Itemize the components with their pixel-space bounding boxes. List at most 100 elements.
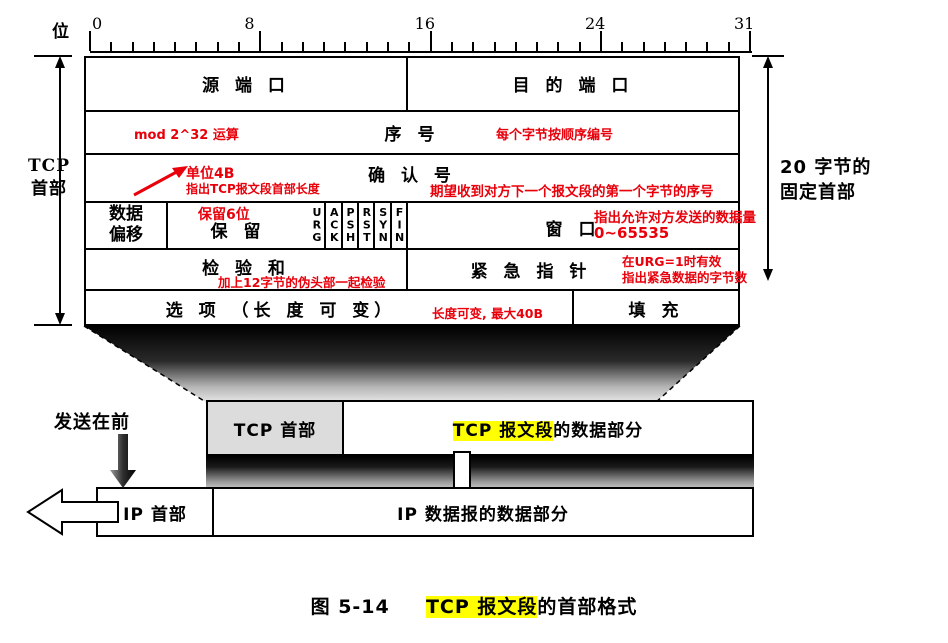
bit-ruler-label: 位	[52, 22, 69, 42]
ruler-tick-11	[323, 42, 326, 51]
flag-syn: SYN	[373, 202, 390, 248]
offset-reserved-divider	[166, 201, 168, 248]
encapsulation-gradient-band	[206, 456, 754, 492]
flags-block: URG ACK PSH RST SYN FIN	[308, 202, 406, 248]
ruler-tick-25	[621, 42, 624, 51]
send-first-down-arrow	[110, 434, 140, 490]
ruler-tick-22	[557, 42, 560, 51]
tcp-segment-header-label: TCP 首部	[233, 420, 317, 441]
ruler-baseline	[90, 51, 752, 53]
expansion-funnel	[83, 325, 741, 406]
ruler-tick-6	[216, 42, 219, 51]
annotation-window-range: 0~65535	[594, 224, 670, 242]
field-destination-port: 目 的 端 口	[408, 56, 738, 110]
figure-caption-title-rest: 的首部格式	[537, 596, 638, 618]
field-source-port-label: 源 端 口	[202, 75, 290, 96]
flag-psh: PSH	[340, 202, 358, 248]
tcp-header-table	[84, 56, 740, 326]
ruler-tick-7	[238, 42, 241, 51]
tcp-segment-data-label: TCP 报文段的数据部分	[452, 416, 644, 441]
tcp-header-bracket	[34, 55, 80, 327]
field-source-port: 源 端 口	[86, 56, 406, 110]
data-offset-pointer-arrow	[132, 163, 192, 197]
ip-datagram-divider	[212, 487, 214, 537]
checksum-urgent-divider	[406, 248, 408, 289]
ruler-tick-26	[642, 42, 645, 51]
ruler-tick-19	[493, 42, 496, 51]
ruler-tick-15	[408, 42, 411, 51]
ruler-tick-5	[195, 42, 198, 51]
header-row-divider-1	[84, 110, 740, 112]
fixed-header-bracket	[752, 55, 798, 283]
tcp-segment-divider	[342, 400, 344, 456]
ruler-tick-13	[365, 42, 368, 51]
field-padding: 填 充	[574, 290, 738, 326]
flag-urg-letters: URG	[310, 206, 324, 244]
flag-rst-letters: RST	[360, 206, 374, 244]
annotation-byte-numbering: 每个字节按顺序编号	[496, 128, 614, 143]
flag-fin-letters: FIN	[393, 206, 407, 244]
ruler-tick-2	[131, 42, 134, 51]
field-data-offset: 数据 偏移	[86, 202, 166, 248]
flag-syn-letters: SYN	[376, 206, 390, 244]
fixed-header-bracket-label: 20 字节的 固定首部	[780, 155, 930, 205]
annotation-options-length: 长度可变, 最大40B	[432, 306, 544, 321]
ruler-number-8: 8	[244, 14, 255, 33]
ruler-number-31: 31	[734, 14, 755, 33]
ruler-tick-23	[578, 42, 581, 51]
fixed-header-bracket-line2: 固定首部	[780, 182, 856, 203]
ruler-tick-24	[599, 31, 602, 51]
ruler-tick-0	[89, 31, 91, 51]
field-acknowledgement-number-label: 确 认 号	[368, 166, 456, 186]
tcp-header-bracket-label: TCP 首部	[20, 155, 78, 201]
flag-psh-letters: PSH	[344, 206, 358, 244]
flag-ack-letters: ACK	[327, 206, 341, 244]
annotation-pseudo-header: 加上12字节的伪头部一起检验	[218, 275, 386, 290]
field-data-offset-label: 数据 偏移	[109, 204, 143, 245]
ruler-tick-10	[301, 42, 304, 51]
figure-caption-title-highlight: TCP 报文段	[425, 596, 538, 618]
ruler-tick-28	[685, 42, 688, 51]
ruler-tick-16	[429, 31, 432, 51]
ip-datagram-header-label: IP 首部	[123, 504, 187, 525]
header-row-divider-5	[84, 289, 740, 291]
ruler-number-0: 0	[92, 14, 103, 33]
field-reserved-label: 保 留	[210, 221, 266, 242]
ip-datagram-header-cell: IP 首部	[98, 489, 212, 535]
field-window-label: 窗 口	[545, 219, 601, 240]
annotation-expected-seq: 期望收到对方下一个报文段的第一个字节的序号	[430, 184, 714, 200]
annotation-mod-2-32: mod 2^32 运算	[134, 128, 239, 143]
tcp-segment-data-label-rest: 的数据部分	[553, 420, 644, 441]
figure-caption: 图 5-14 TCP 报文段的首部格式	[0, 592, 948, 619]
field-urgent-pointer-label: 紧 急 指 针	[470, 261, 592, 282]
header-row-divider-3	[84, 201, 740, 203]
flag-ack: ACK	[324, 202, 341, 248]
annotation-unit-4b: 单位4B	[186, 166, 235, 182]
ruler-tick-17	[450, 42, 453, 51]
field-reserved: 保 留	[168, 210, 308, 248]
figure-caption-number: 图 5-14	[310, 596, 390, 618]
tcp-header-bracket-line1: TCP	[28, 156, 70, 176]
ports-divider	[406, 56, 408, 110]
field-sequence-number: 序 号	[86, 111, 738, 153]
ruler-tick-30	[727, 42, 730, 51]
field-checksum-label: 检 验 和	[202, 258, 290, 279]
header-row-divider-2	[84, 153, 740, 155]
ruler-tick-14	[387, 42, 390, 51]
tcp-segment-data-cell: TCP 报文段的数据部分	[344, 402, 752, 454]
annotation-urgent-bytes: 指出紧急数据的字节数	[622, 270, 748, 285]
field-checksum: 检 验 和	[86, 249, 406, 289]
annotation-urg-valid: 在URG=1时有效	[622, 254, 722, 269]
options-padding-divider	[572, 289, 574, 326]
tcp-segment-data-label-highlight: TCP 报文段	[452, 420, 554, 441]
ip-datagram-box	[96, 487, 754, 537]
annotation-reserved-6-bits: 保留6位	[198, 207, 250, 223]
ruler-tick-18	[472, 42, 475, 51]
field-padding-label: 填 充	[628, 300, 684, 321]
ruler-tick-21	[536, 42, 539, 51]
ruler-tick-4	[174, 42, 177, 51]
ruler-number-24: 24	[584, 14, 606, 33]
ip-datagram-data-cell: IP 数据报的数据部分	[214, 489, 752, 535]
field-acknowledgement-number: 确 认 号	[86, 154, 738, 201]
